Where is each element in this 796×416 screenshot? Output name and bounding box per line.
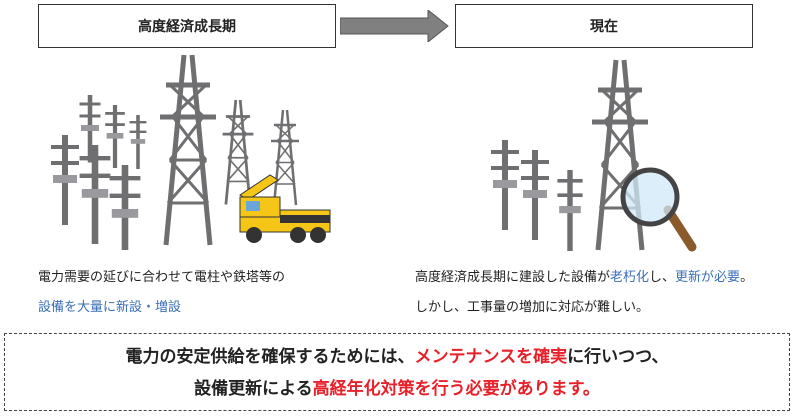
crane-truck-icon — [239, 174, 331, 243]
inspection-scene — [491, 55, 697, 255]
utility-pole-icon — [557, 170, 583, 251]
summary-text: 設備更新による — [194, 379, 313, 399]
right-caption-highlight-renewal: 更新が必要 — [675, 270, 741, 285]
transmission-tower-icon — [160, 55, 216, 245]
utility-pole-icon — [129, 115, 147, 169]
right-caption: 高度経済成長期に建設した設備が老朽化し、更新が必要。 しかし、工事量の増加に対応… — [415, 263, 753, 323]
era-label-past: 高度経済成長期 — [38, 4, 336, 48]
left-caption: 電力需要の延びに合わせて電柱や鉄塔等の 設備を大量に新設・増設 — [38, 263, 285, 323]
right-caption-text: 高度経済成長期に建設した設備が — [415, 270, 611, 285]
era-label-past-text: 高度経済成長期 — [138, 19, 236, 35]
summary-text: に行いつつ、 — [567, 347, 669, 367]
utility-pole-icon — [79, 145, 111, 244]
right-caption-line2: しかし、工事量の増加に対応が難しい。 — [415, 300, 650, 315]
left-caption-highlight: 設備を大量に新設・増設 — [38, 300, 182, 315]
utility-pole-icon — [51, 135, 79, 225]
era-label-present-text: 現在 — [590, 19, 618, 35]
summary-highlight-aging-measures: 高経年化対策を行う必要があります。 — [312, 379, 600, 399]
right-caption-text: し、 — [649, 270, 676, 285]
transmission-tower-icon — [269, 108, 301, 207]
right-arrow-icon — [340, 10, 449, 42]
construction-scene — [51, 55, 331, 250]
summary-box: 電力の安定供給を確保するためには、メンテナンスを確実に行いつつ、 設備更新による… — [4, 333, 790, 411]
utility-pole-icon — [521, 150, 549, 240]
utility-pole-icon — [491, 140, 519, 230]
right-caption-highlight-aging: 老朽化 — [610, 270, 650, 285]
right-caption-text: 。 — [740, 270, 754, 285]
summary-highlight-maintenance: メンテナンスを確実 — [414, 347, 568, 367]
magnifying-glass-icon — [620, 167, 697, 252]
utility-pole-icon — [109, 165, 141, 250]
left-caption-line1: 電力需要の延びに合わせて電柱や鉄塔等の — [38, 270, 286, 285]
summary-text: 電力の安定供給を確保するためには、 — [125, 347, 415, 367]
summary-line1: 電力の安定供給を確保するためには、メンテナンスを確実に行いつつ、 — [5, 341, 789, 373]
summary-line2: 設備更新による高経年化対策を行う必要があります。 — [5, 373, 789, 405]
era-label-present: 現在 — [455, 4, 753, 48]
right-caption-line1: 高度経済成長期に建設した設備が老朽化し、更新が必要。 — [415, 263, 753, 293]
